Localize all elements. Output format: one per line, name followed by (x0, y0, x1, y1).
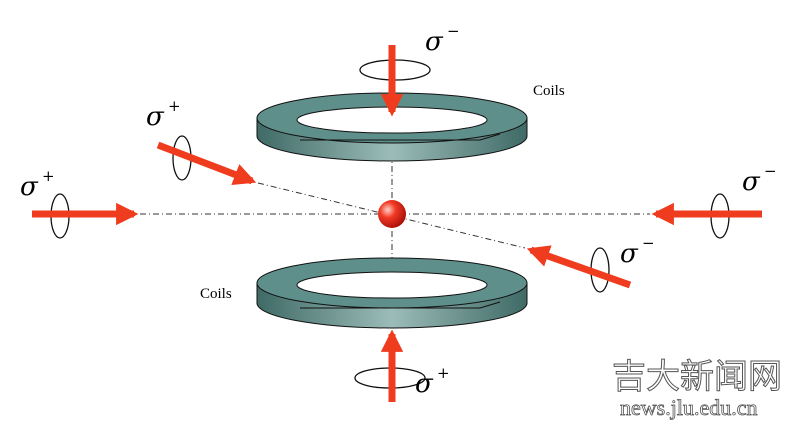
label-sigma-plus-bottom: σ + (415, 364, 450, 399)
beam-upper-left (156, 135, 257, 186)
coils-label-bottom: Coils (200, 286, 232, 302)
beam-top (359, 45, 431, 117)
atom-cloud (378, 200, 406, 228)
beam-bottom (354, 329, 426, 402)
coil-top (256, 92, 528, 162)
sign-text: + (168, 97, 181, 115)
sign-text: − (642, 234, 655, 252)
label-sigma-plus-left: σ + (20, 167, 55, 202)
beam-right (651, 193, 762, 239)
coil-bottom (256, 257, 528, 329)
label-sigma-plus-upper-left: σ + (146, 97, 181, 132)
beam-lower-right (526, 245, 632, 293)
sign-text: − (764, 162, 777, 180)
watermark-url: news.jlu.edu.cn (620, 395, 757, 420)
sigma-text: σ (620, 239, 639, 269)
label-sigma-minus-lower-right: σ − (620, 234, 655, 269)
sigma-text: σ (415, 369, 434, 399)
sign-text: − (447, 22, 460, 40)
sigma-text: σ (425, 27, 444, 57)
label-sigma-minus-top: σ − (425, 22, 460, 57)
label-sigma-minus-right: σ − (742, 162, 777, 197)
beam-left (32, 193, 139, 239)
sign-text: + (437, 364, 450, 382)
sign-text: + (42, 167, 55, 185)
sigma-text: σ (742, 167, 761, 197)
coils-label-top: Coils (533, 83, 565, 99)
watermark-chinese: 吉大新闻网 (612, 357, 782, 397)
sigma-text: σ (20, 172, 39, 202)
sigma-text: σ (146, 102, 165, 132)
